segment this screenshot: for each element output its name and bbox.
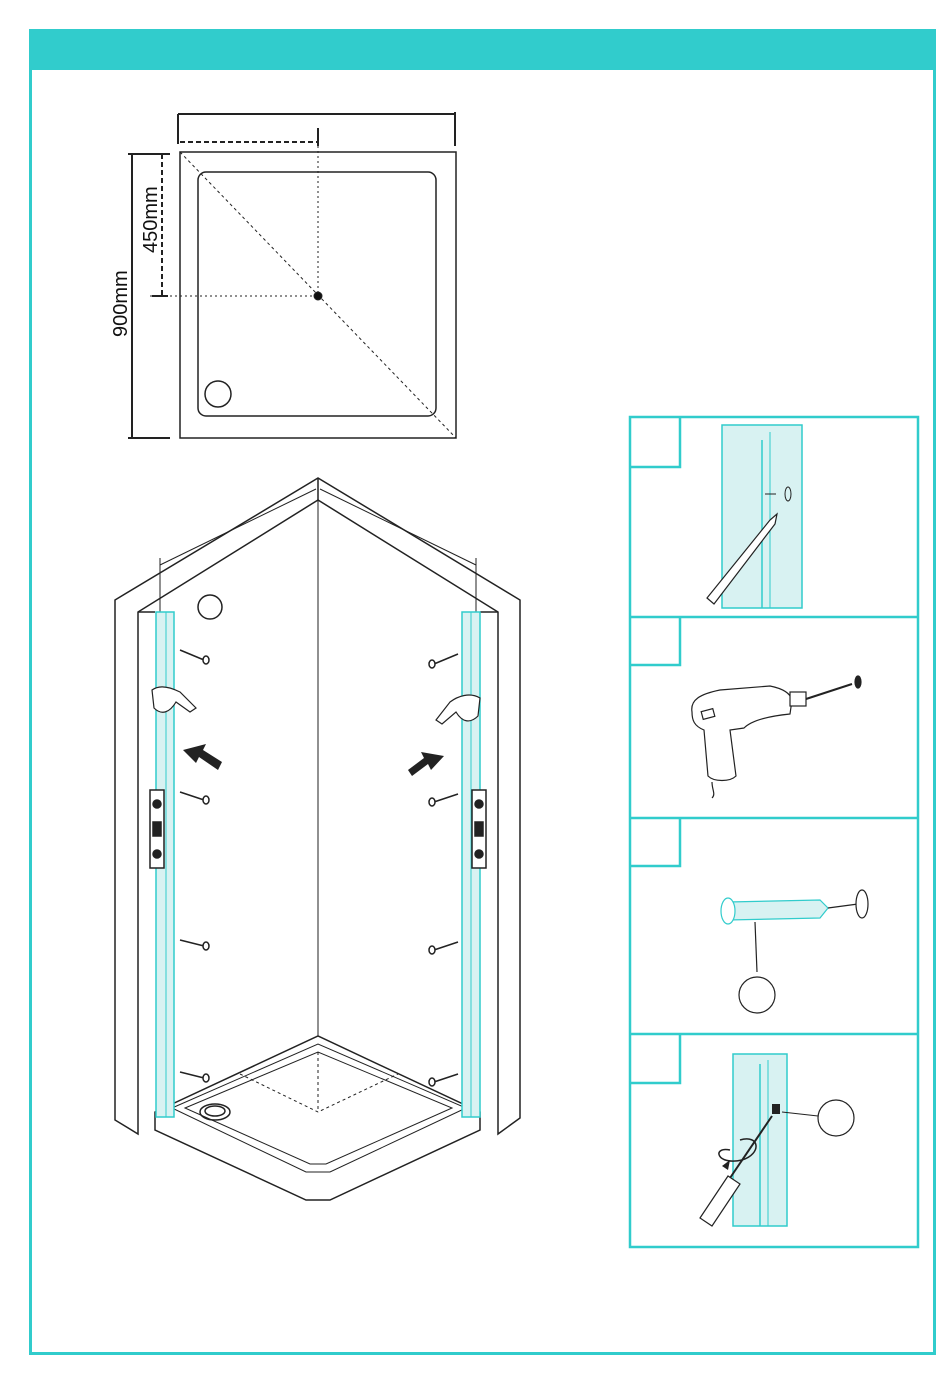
tray-top-view [128,112,456,438]
screws [180,650,458,1086]
arrow-left [183,744,222,770]
dimension-900: 900mm [110,270,132,337]
pencil-icon [707,425,802,608]
spirit-level-right [472,790,486,868]
wall-plug-icon [721,890,868,1013]
hand-right [436,695,480,724]
dimension-450: 450mm [140,186,162,253]
screwdriver-icon [700,1054,854,1226]
arrow-right [408,752,444,776]
drill-icon [692,676,861,798]
spirit-level-left [150,790,164,868]
shower-enclosure-view [115,478,520,1200]
